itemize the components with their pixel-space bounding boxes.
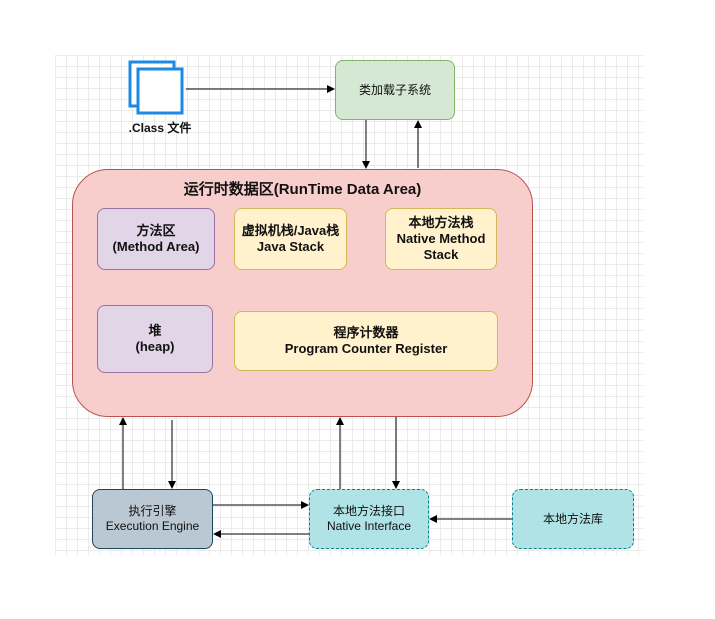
execution-engine-box[interactable]: 执行引擎 Execution Engine bbox=[92, 489, 213, 549]
class-loader-label: 类加载子系统 bbox=[358, 82, 431, 97]
native-method-stack-box[interactable]: 本地方法栈 Native Method Stack bbox=[385, 208, 497, 270]
heap-box[interactable]: 堆 (heap) bbox=[97, 305, 213, 373]
class-file-label: .Class 文件 bbox=[128, 121, 192, 135]
native-stack-label-cn: 本地方法栈 bbox=[408, 215, 474, 230]
native-stack-label-en1: Native Method bbox=[396, 231, 486, 246]
heap-label-cn: 堆 bbox=[148, 323, 162, 338]
method-area-label-en: (Method Area) bbox=[112, 239, 200, 254]
pc-register-label-en: Program Counter Register bbox=[284, 341, 448, 356]
native-stack-label-en2: Stack bbox=[423, 247, 459, 262]
pc-register-label-cn: 程序计数器 bbox=[333, 325, 399, 340]
class-loader-subsystem[interactable]: 类加载子系统 bbox=[335, 60, 455, 120]
java-stack-box[interactable]: 虚拟机栈/Java栈 Java Stack bbox=[234, 208, 347, 270]
java-stack-label-cn: 虚拟机栈/Java栈 bbox=[241, 223, 340, 238]
native-interface-box[interactable]: 本地方法接口 Native Interface bbox=[309, 489, 429, 549]
native-library-box[interactable]: 本地方法库 bbox=[512, 489, 634, 549]
method-area-label-cn: 方法区 bbox=[136, 223, 176, 238]
heap-label-en: (heap) bbox=[135, 339, 175, 354]
native-interface-label-cn: 本地方法接口 bbox=[332, 504, 405, 518]
native-library-label: 本地方法库 bbox=[542, 511, 603, 526]
native-interface-label-en: Native Interface bbox=[326, 519, 412, 533]
method-area-box[interactable]: 方法区 (Method Area) bbox=[97, 208, 215, 270]
runtime-data-area-title: 运行时数据区(RunTime Data Area) bbox=[183, 181, 422, 198]
execution-engine-label-en: Execution Engine bbox=[105, 519, 200, 533]
document-stack-icon bbox=[128, 60, 188, 118]
java-stack-label-en: Java Stack bbox=[256, 239, 325, 254]
execution-engine-label-cn: 执行引擎 bbox=[128, 504, 177, 518]
pc-register-box[interactable]: 程序计数器 Program Counter Register bbox=[234, 311, 498, 371]
